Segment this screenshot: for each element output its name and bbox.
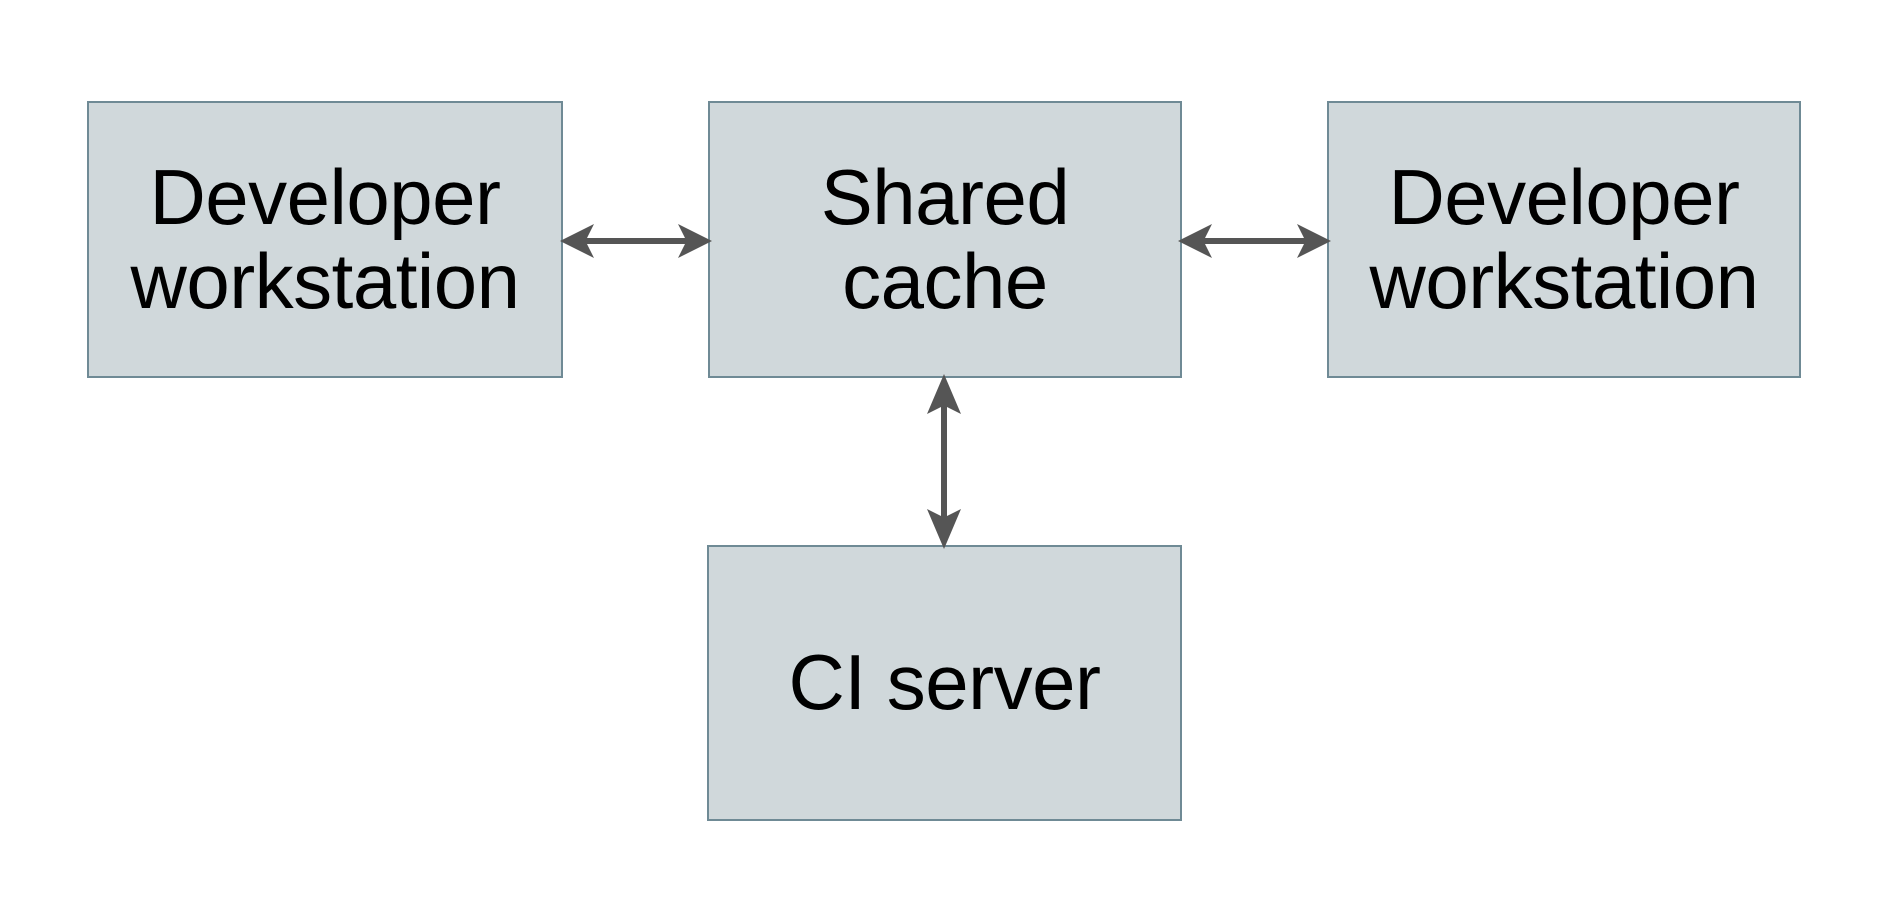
double-arrow-icon [1178, 224, 1331, 258]
node-developer-workstation-left[interactable]: Developer workstation [87, 101, 563, 378]
node-ci-server[interactable]: CI server [707, 545, 1182, 821]
node-shared-cache[interactable]: Shared cache [708, 101, 1182, 378]
node-developer-workstation-right[interactable]: Developer workstation [1327, 101, 1801, 378]
node-label: Developer workstation [1369, 153, 1760, 325]
edge-shared-cache-to-ci-server[interactable] [915, 374, 973, 549]
node-label: Shared cache [820, 153, 1070, 325]
node-label: CI server [788, 638, 1101, 727]
edge-shared-cache-to-developer-right[interactable] [1178, 212, 1331, 270]
node-label: Developer workstation [130, 153, 521, 325]
edge-developer-left-to-shared-cache[interactable] [560, 212, 712, 270]
double-arrow-icon [560, 224, 712, 258]
double-arrow-icon [927, 374, 961, 549]
